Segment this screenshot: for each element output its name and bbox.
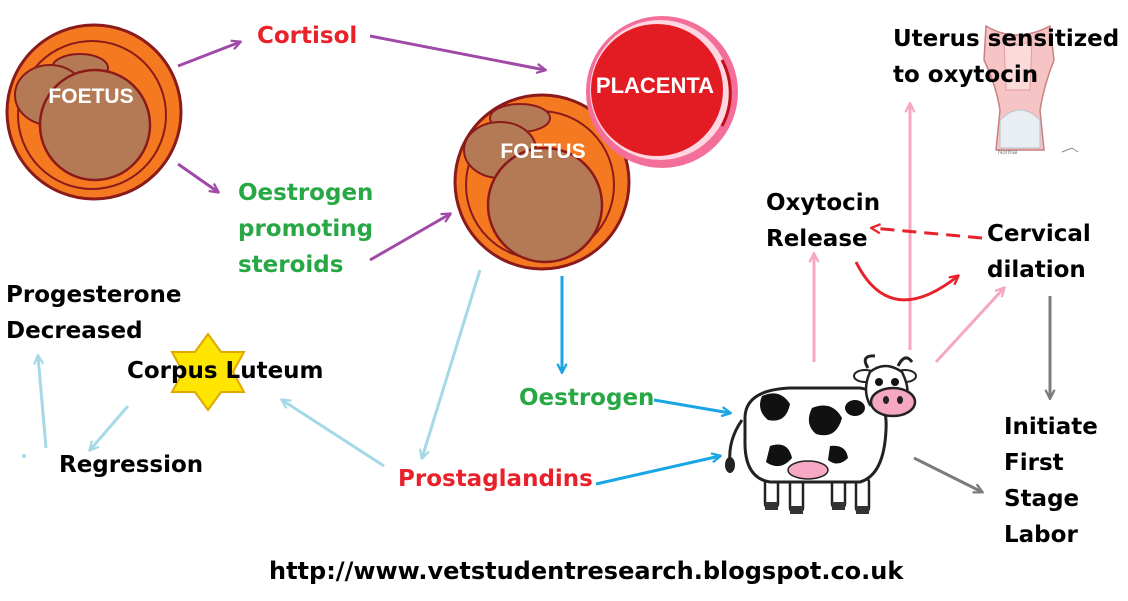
arrow-prostaglandins-to-corpus-luteum [282,400,385,468]
arrow-cortisol-to-placenta [369,34,545,70]
cortisol-label: Cortisol [257,23,358,49]
arrow-oxytocin-to-cervical-curve [854,261,958,302]
arrow-foetus-to-prostaglandins [422,269,482,458]
uterus-sensitized-label: Uterus sensitized to oxytocin [893,26,1120,88]
arrow-foetus-to-oestrogen-steroids [177,162,218,192]
placenta-icon [586,16,738,168]
corpus-luteum-label: Corpus Luteum [127,358,324,384]
arrow-foetus-to-cortisol [177,42,240,68]
initiate-first-stage-labor-label: Initiate First Stage Labor [1004,414,1098,548]
arrow-prostaglandins-to-cow [595,456,720,486]
uterus-caption: Normal [998,150,1018,156]
foetus-center-label: FOETUS [500,140,586,163]
arrow-corpus-luteum-to-regression [90,405,130,450]
foetus-center-icon [453,93,631,271]
foetus-left-icon [5,23,183,201]
oxytocin-release-label: Oxytocin Release [766,190,881,252]
oestrogen-promoting-steroids-label: Oestrogen promoting steroids [238,180,374,278]
progesterone-decreased-label: Progesterone Decreased [6,282,182,344]
arrows [22,34,1050,492]
prostaglandins-label: Prostaglandins [398,466,593,492]
foetus-left-label: FOETUS [48,85,134,108]
placenta-label: PLACENTA [595,73,715,98]
arrow-oestrogen-to-cow [653,398,730,413]
regression-label: Regression [59,452,204,478]
arrow-cervical-to-oxytocin-dashed [872,228,983,240]
cow-icon [725,354,917,514]
oestrogen-label: Oestrogen [519,385,655,411]
cervical-dilation-label: Cervical dilation [987,221,1091,283]
arrow-cow-to-cervical-dilation [934,288,1004,364]
uterus-icon [976,22,1096,160]
arrow-regression-to-progesterone [38,356,48,449]
arrow-steroids-to-foetus [369,214,450,262]
arrow-cow-to-initiate [913,456,982,492]
source-url[interactable]: http://www.vetstudentresearch.blogspot.c… [269,557,904,585]
star-icon [170,332,246,412]
